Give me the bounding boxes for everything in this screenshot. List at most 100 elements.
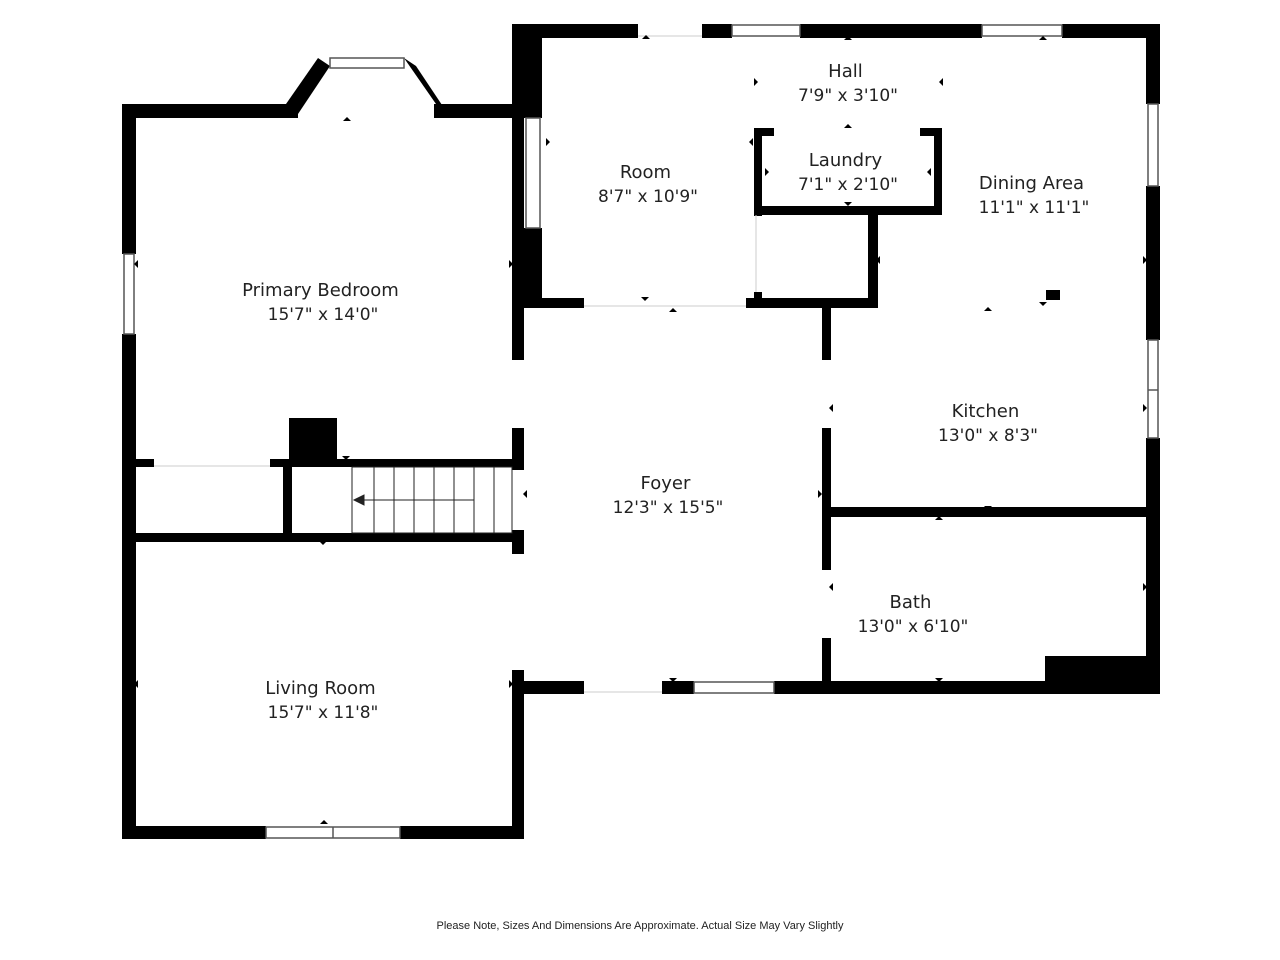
marker-arrow	[1143, 404, 1147, 412]
window-dining-top	[981, 24, 1063, 37]
marker-arrow	[935, 678, 943, 682]
wall-laundry-right	[934, 128, 942, 214]
wall-bedroom-top-right	[434, 104, 524, 118]
marker-arrow	[765, 168, 769, 176]
wall-bath-left-mid	[822, 510, 831, 570]
wall-closet-post	[754, 292, 762, 308]
marker-arrow	[749, 138, 753, 146]
wall-right-bottom	[1146, 438, 1160, 694]
marker-arrow	[641, 297, 649, 301]
marker-arrow	[818, 490, 822, 498]
marker-arrow	[320, 820, 328, 824]
wall-left-top	[122, 104, 136, 254]
marker-arrow	[984, 506, 992, 510]
wall-stair-corridor-top-left	[122, 459, 154, 467]
window-kitchen-right	[1147, 339, 1159, 439]
room-name: Room	[620, 162, 671, 183]
wall-bath-left-bottom	[822, 638, 831, 694]
marker-arrow	[935, 516, 943, 520]
marker-arrow	[1039, 302, 1047, 306]
room-dims: 13'0" x 6'10"	[858, 617, 969, 637]
room-label-room: Room 8'7" x 10'9"	[598, 162, 698, 207]
wall-laundry-left	[754, 128, 762, 216]
room-name: Kitchen	[952, 401, 1020, 422]
wall-living-bottom-left	[122, 826, 266, 839]
wall-top-right	[1062, 24, 1160, 38]
kitchen-fixture	[1046, 290, 1060, 300]
window-foyer-bottom	[693, 681, 775, 694]
wall-stair-right-top	[512, 428, 524, 470]
marker-arrow	[754, 78, 758, 86]
wall-right-mid	[1146, 186, 1160, 340]
wall-top-mid	[702, 24, 732, 38]
walls	[122, 24, 1160, 839]
room-label-bath: Bath 13'0" x 6'10"	[858, 592, 969, 637]
room-dims: 7'1" x 2'10"	[798, 175, 898, 195]
window-dining-right	[1147, 103, 1159, 187]
window-room-left	[525, 117, 541, 229]
room-dims: 7'9" x 3'10"	[798, 86, 898, 106]
wall-stair-corridor-top-right	[270, 459, 524, 467]
chimney-block	[289, 418, 337, 463]
marker-arrow	[844, 124, 852, 128]
wall-kitchen-left-top	[822, 308, 831, 360]
wall-room-left-block	[512, 24, 542, 118]
room-label-hall: Hall 7'9" x 3'10"	[798, 61, 898, 106]
marker-arrow	[523, 490, 527, 498]
room-name: Living Room	[265, 678, 376, 699]
wall-room-bottom-right	[746, 298, 878, 308]
marker-arrow	[343, 117, 351, 121]
marker-arrow	[669, 678, 677, 682]
wall-laundry-top-right	[920, 128, 942, 136]
wall-stair-post	[283, 462, 292, 533]
wall-room-bottom-left	[524, 298, 584, 308]
wall-laundry-top-left	[754, 128, 774, 136]
marker-arrow	[829, 404, 833, 412]
marker-arrow	[984, 307, 992, 311]
room-label-primary-bedroom: Primary Bedroom 15'7" x 14'0"	[242, 280, 404, 325]
marker-arrow	[844, 36, 852, 40]
room-dims: 8'7" x 10'9"	[598, 187, 698, 207]
wall-room-left-lower	[512, 228, 542, 308]
room-name: Dining Area	[979, 173, 1084, 194]
marker-arrow	[134, 260, 138, 268]
wall-top-mid2	[800, 24, 982, 38]
openings	[154, 35, 757, 693]
room-dims: 12'3" x 15'5"	[613, 498, 724, 518]
wall-bedroom-top-left	[122, 104, 298, 118]
wall-closet-right	[868, 206, 878, 308]
windows	[123, 24, 1159, 839]
marker-arrow	[342, 456, 350, 460]
window-hall-top	[731, 24, 801, 37]
marker-arrow	[319, 541, 327, 545]
wall-living-right	[512, 680, 524, 839]
room-dims: 15'7" x 11'8"	[268, 703, 379, 723]
room-label-dining: Dining Area 11'1" x 11'1"	[979, 173, 1090, 218]
room-name: Hall	[828, 61, 863, 82]
room-label-living-room: Living Room 15'7" x 11'8"	[265, 678, 381, 723]
wall-top-left	[512, 24, 638, 38]
bay-wall-left	[286, 58, 330, 114]
wall-laundry-bottom	[754, 206, 942, 215]
room-name: Foyer	[641, 473, 691, 494]
marker-arrow	[509, 680, 513, 688]
wall-bedroom-right-top	[512, 104, 524, 254]
marker-arrow	[1039, 36, 1047, 40]
marker-arrow	[844, 202, 852, 206]
marker-arrow	[1143, 256, 1147, 264]
marker-arrow	[669, 308, 677, 312]
room-dims: 15'7" x 14'0"	[268, 305, 379, 325]
marker-arrow	[134, 680, 138, 688]
window-bedroom-left	[123, 253, 135, 335]
stair-arrow-head	[352, 494, 365, 506]
wall-left-mid	[122, 334, 136, 839]
marker-arrow	[546, 138, 550, 146]
marker-arrow	[829, 583, 833, 591]
room-label-foyer: Foyer 12'3" x 15'5"	[613, 473, 724, 518]
room-label-kitchen: Kitchen 13'0" x 8'3"	[938, 401, 1038, 446]
wall-right-top	[1146, 24, 1160, 104]
wall-stair-corridor-bottom	[122, 533, 524, 542]
stairs	[351, 466, 513, 534]
marker-arrow	[642, 35, 650, 39]
window-bay-center	[329, 57, 405, 69]
